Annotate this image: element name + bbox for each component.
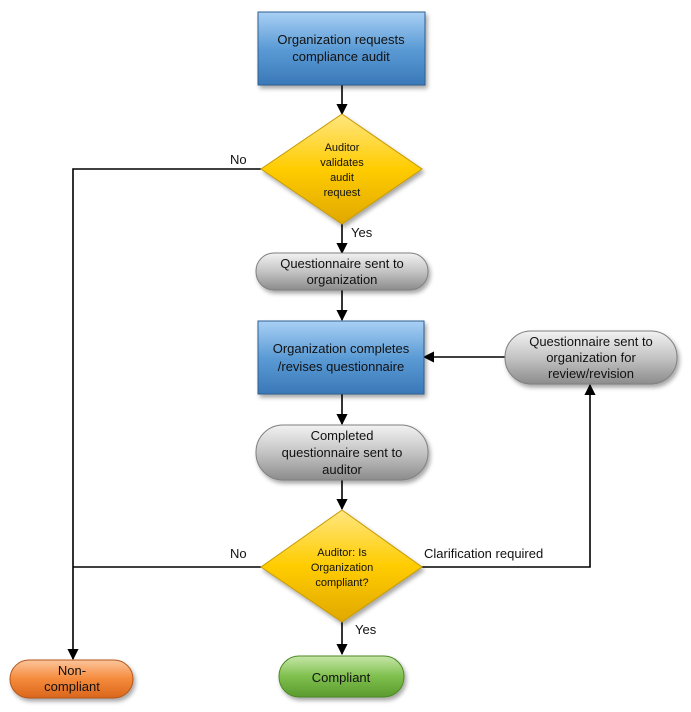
node-compliant-question-line-3: compliant? [315, 577, 368, 589]
node-completed-sent: Completed questionnaire sent to auditor [255, 424, 429, 481]
node-validate-line-2: validates [320, 157, 364, 169]
node-compliant-question-line-1: Auditor: Is [317, 547, 367, 559]
node-validate-line-4: request [324, 187, 361, 199]
node-noncompliant: Non- compliant [9, 659, 134, 699]
node-completed-sent-line-1: Completed [311, 428, 374, 443]
node-complete-line-2: /revises questionnaire [278, 359, 404, 374]
node-revision-line-2: organization for [546, 350, 636, 365]
edge-validate-no [67, 168, 261, 661]
node-request-line-1: Organization requests [277, 32, 405, 47]
node-sent-line-2: organization [307, 272, 378, 287]
node-noncompliant-line-1: Non- [58, 663, 86, 678]
node-validate: Auditor validates audit request [260, 113, 423, 225]
connectors [67, 85, 596, 661]
node-compliant-question: Auditor: Is Organization compliant? [260, 509, 423, 623]
edge-label-compliant-no: No [230, 546, 247, 561]
node-request: Organization requests compliance audit [257, 11, 426, 86]
node-compliant-line-1: Compliant [312, 670, 371, 685]
node-request-line-2: compliance audit [292, 49, 390, 64]
edge-clarification [421, 383, 596, 568]
edge-label-validate-yes: Yes [351, 225, 373, 240]
node-revision-line-1: Questionnaire sent to [529, 334, 653, 349]
node-completed-sent-line-2: questionnaire sent to [282, 445, 403, 460]
edge-label-compliant-yes: Yes [355, 622, 377, 637]
node-revision-line-3: review/revision [548, 366, 634, 381]
node-complete: Organization completes /revises question… [257, 320, 425, 395]
node-noncompliant-line-2: compliant [44, 679, 100, 694]
node-validate-line-3: audit [330, 172, 354, 184]
node-revision: Questionnaire sent to organization for r… [504, 330, 678, 385]
node-completed-sent-line-3: auditor [322, 462, 362, 477]
node-compliant-question-line-2: Organization [311, 562, 373, 574]
node-sent: Questionnaire sent to organization [255, 252, 429, 291]
edge-label-validate-no: No [230, 152, 247, 167]
node-validate-line-1: Auditor [325, 142, 360, 154]
node-complete-line-1: Organization completes [273, 341, 410, 356]
edge-label-clarification: Clarification required [424, 546, 543, 561]
node-compliant: Compliant [278, 655, 405, 698]
node-sent-line-1: Questionnaire sent to [280, 256, 404, 271]
